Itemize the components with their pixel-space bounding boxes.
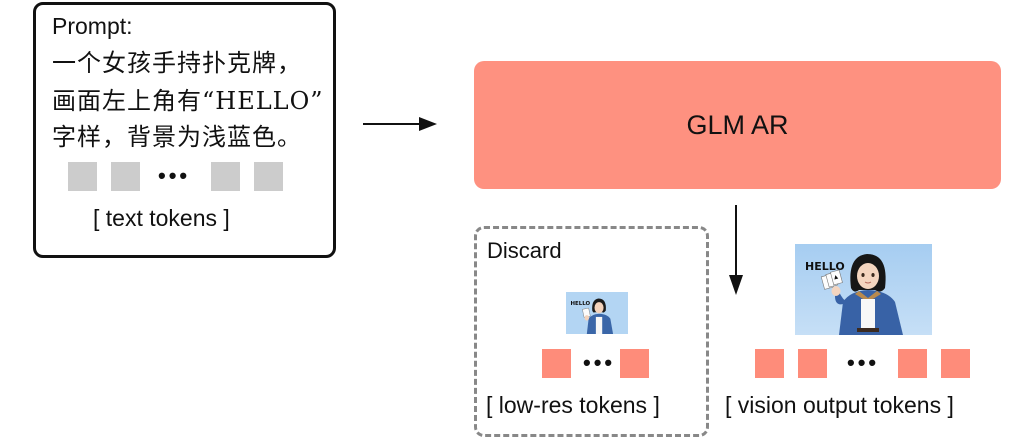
svg-text:HELLO: HELLO <box>571 301 591 307</box>
text-token <box>111 162 140 191</box>
vision-output-image: HELLO <box>795 244 932 335</box>
glm-ar-model-block: GLM AR <box>474 61 1001 189</box>
text-token-ellipsis: ••• <box>158 163 191 188</box>
low-res-image: HELLO <box>566 292 628 334</box>
low-res-token-ellipsis: ••• <box>583 350 616 375</box>
discard-label: Discard <box>487 238 562 263</box>
discard-box <box>474 226 709 437</box>
text-token <box>68 162 97 191</box>
text-token <box>254 162 283 191</box>
prompt-label: Prompt: <box>52 13 133 39</box>
text-token <box>211 162 240 191</box>
girl-illustration-icon: HELLO <box>795 244 932 335</box>
text-tokens-caption: [ text tokens ] <box>93 205 230 231</box>
vision-output-token-ellipsis: ••• <box>847 350 880 375</box>
vision-output-token <box>898 349 927 378</box>
prompt-text-line: 字样，背景为浅蓝色。 <box>52 123 302 151</box>
vision-output-token <box>798 349 827 378</box>
glm-ar-label: GLM AR <box>686 109 789 140</box>
prompt-text-line: 画面左上角有“HELLO” <box>52 87 324 115</box>
prompt-box <box>33 2 336 258</box>
hello-text: HELLO <box>805 260 845 273</box>
girl-illustration-icon: HELLO <box>566 292 628 334</box>
arrow-down-icon <box>729 205 743 295</box>
low-res-tokens-caption: [ low-res tokens ] <box>486 392 660 418</box>
vision-output-token <box>755 349 784 378</box>
low-res-token <box>620 349 649 378</box>
prompt-text-line: 一个女孩手持扑克牌， <box>52 49 302 77</box>
vision-output-token <box>941 349 970 378</box>
vision-output-tokens-caption: [ vision output tokens ] <box>725 392 954 418</box>
arrow-right-icon <box>363 117 437 131</box>
low-res-token <box>542 349 571 378</box>
